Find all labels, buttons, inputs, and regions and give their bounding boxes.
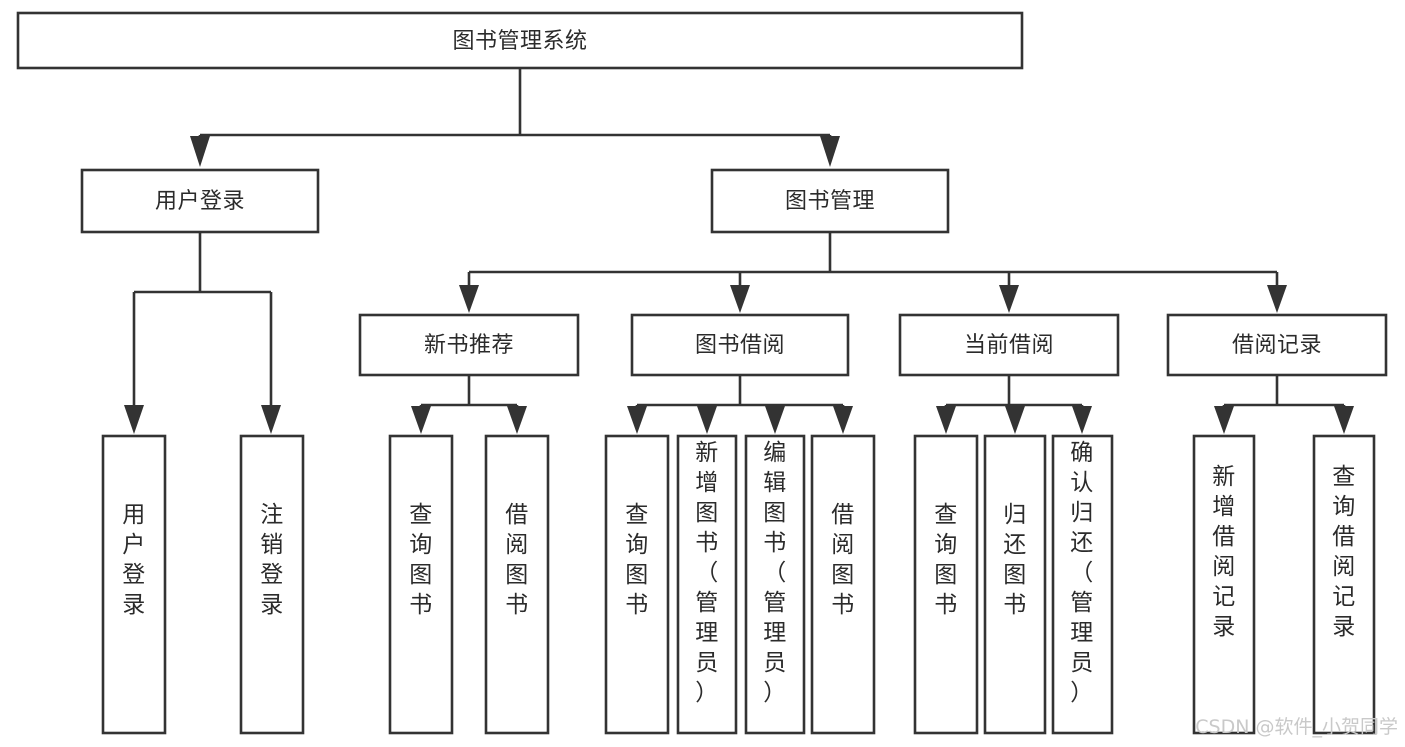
node-leaf-return-book-label: 归还图书 (1003, 502, 1027, 618)
arrowhead-leaf-borrow-book-1 (507, 406, 527, 434)
node-leaf-query-book-1-label: 查询图书 (409, 502, 433, 618)
node-leaf-confirm-return-box[interactable] (1051, 434, 1114, 735)
node-book-manage-label: 图书管理 (785, 189, 875, 214)
node-leaf-add-book[interactable]: 新增图书（管理员） (676, 434, 738, 735)
node-leaf-add-record-label: 新增借阅记录 (1212, 464, 1236, 640)
node-leaf-user-logout[interactable]: 注销登录 (239, 434, 305, 735)
node-leaf-add-record-box[interactable] (1192, 434, 1256, 735)
node-leaf-borrow-book-2-label: 借阅图书 (831, 502, 855, 618)
node-leaf-query-record[interactable]: 查询借阅记录 (1312, 434, 1376, 735)
node-user-login[interactable]: 用户登录 (80, 168, 320, 234)
node-book-manage-box[interactable] (710, 168, 950, 234)
arrowhead-leaf-edit-book (765, 406, 785, 434)
node-leaf-edit-book-box[interactable] (744, 434, 806, 735)
node-leaf-return-book[interactable]: 归还图书 (983, 434, 1047, 735)
node-leaf-borrow-book-2-box[interactable] (810, 434, 876, 735)
arrowhead-leaf-query-book-2 (627, 406, 647, 434)
node-current-borrow[interactable]: 当前借阅 (898, 313, 1120, 377)
node-leaf-query-book-2[interactable]: 查询图书 (604, 434, 670, 735)
node-leaf-user-logout-box[interactable] (239, 434, 305, 735)
node-leaf-user-login-box[interactable] (101, 434, 167, 735)
node-leaf-query-book-1[interactable]: 查询图书 (388, 434, 454, 735)
arrowhead-borrow-record (1267, 285, 1287, 313)
node-leaf-query-record-box[interactable] (1312, 434, 1376, 735)
node-leaf-confirm-return-label: 确认归还（管理员） (1070, 440, 1094, 706)
arrowhead-leaf-add-record (1214, 406, 1234, 434)
node-leaf-query-book-3[interactable]: 查询图书 (913, 434, 979, 735)
node-new-book-rec-box[interactable] (358, 313, 580, 377)
node-leaf-user-logout-label: 注销登录 (260, 502, 284, 618)
node-leaf-borrow-book-2[interactable]: 借阅图书 (810, 434, 876, 735)
arrowhead-leaf-borrow-book-2 (833, 406, 853, 434)
node-book-borrow-label: 图书借阅 (695, 333, 785, 358)
node-user-login-label: 用户登录 (155, 189, 245, 214)
arrowhead-leaf-user-login (124, 405, 144, 434)
node-borrow-record-label: 借阅记录 (1232, 333, 1322, 358)
node-user-login-box[interactable] (80, 168, 320, 234)
node-root-box[interactable] (16, 11, 1024, 70)
node-leaf-user-login[interactable]: 用户登录 (101, 434, 167, 735)
node-leaf-user-login-label: 用户登录 (122, 502, 146, 618)
arrowhead-leaf-query-book-1 (411, 406, 431, 434)
node-leaf-edit-book[interactable]: 编辑图书（管理员） (744, 434, 806, 735)
node-leaf-add-record[interactable]: 新增借阅记录 (1192, 434, 1256, 735)
node-new-book-rec-label: 新书推荐 (424, 333, 514, 358)
arrowhead-new-book-rec (459, 285, 479, 313)
csdn-watermark: CSDN @软件_小贺同学 (1195, 716, 1398, 738)
node-leaf-edit-book-label: 编辑图书（管理员） (763, 440, 787, 706)
node-leaf-query-book-1-box[interactable] (388, 434, 454, 735)
arrowhead-leaf-user-logout (261, 405, 281, 434)
node-leaf-return-book-box[interactable] (983, 434, 1047, 735)
node-leaf-confirm-return[interactable]: 确认归还（管理员） (1051, 434, 1114, 735)
node-leaf-query-book-2-box[interactable] (604, 434, 670, 735)
arrowhead-leaf-query-record (1334, 406, 1354, 434)
node-leaf-query-book-2-label: 查询图书 (625, 502, 649, 618)
arrowhead-group (124, 136, 1354, 434)
node-leaf-query-book-3-label: 查询图书 (934, 502, 958, 618)
node-leaf-borrow-book-1-label: 借阅图书 (505, 502, 529, 618)
node-root[interactable]: 图书管理系统 (16, 11, 1024, 70)
arrowhead-leaf-confirm-return (1072, 406, 1092, 434)
arrowhead-book-borrow (730, 285, 750, 313)
node-leaf-query-record-label: 查询借阅记录 (1332, 464, 1356, 640)
node-leaf-add-book-label: 新增图书（管理员） (695, 440, 719, 706)
node-root-label: 图书管理系统 (452, 29, 587, 54)
arrowhead-leaf-return-book (1005, 406, 1025, 434)
node-leaf-add-book-box[interactable] (676, 434, 738, 735)
arrowhead-book-manage (820, 136, 840, 167)
node-book-borrow-box[interactable] (630, 313, 850, 377)
arrowhead-current-borrow (999, 285, 1019, 313)
node-borrow-record-box[interactable] (1166, 313, 1388, 377)
arrowhead-leaf-query-book-3 (936, 406, 956, 434)
node-leaf-borrow-book-1[interactable]: 借阅图书 (484, 434, 550, 735)
node-book-manage[interactable]: 图书管理 (710, 168, 950, 234)
node-leaf-query-book-3-box[interactable] (913, 434, 979, 735)
node-leaf-borrow-book-1-box[interactable] (484, 434, 550, 735)
node-book-borrow[interactable]: 图书借阅 (630, 313, 850, 377)
node-current-borrow-label: 当前借阅 (964, 333, 1054, 358)
node-current-borrow-box[interactable] (898, 313, 1120, 377)
arrowhead-leaf-add-book (697, 406, 717, 434)
arrowhead-user-login (190, 136, 210, 167)
node-new-book-rec[interactable]: 新书推荐 (358, 313, 580, 377)
node-borrow-record[interactable]: 借阅记录 (1166, 313, 1388, 377)
